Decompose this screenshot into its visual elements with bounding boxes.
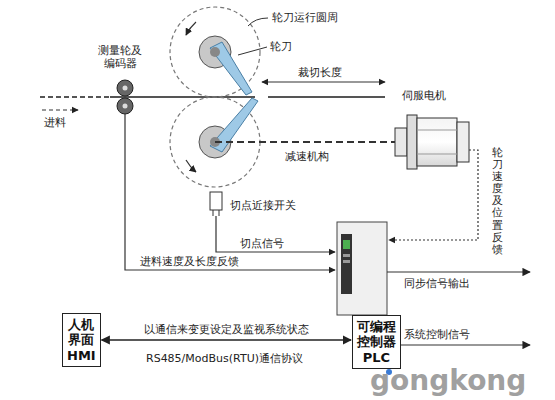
part-name: 进料	[44, 116, 66, 129]
rotary-knife	[199, 36, 252, 95]
protocol-text: RS485/ModBus(RTU)通信协议	[146, 352, 303, 365]
feed-arrow	[42, 109, 78, 110]
measuring-wheel	[117, 80, 133, 96]
signal-name: 轮刀速度及位置反馈	[492, 147, 503, 256]
signal-name: 同步信号输出	[404, 277, 470, 290]
control-signal-line	[392, 344, 530, 345]
part-name: 轮刀	[270, 40, 292, 53]
knife-orbit	[170, 7, 260, 97]
cut-signal-line	[216, 216, 335, 252]
feed-material	[40, 96, 110, 98]
edge-label: 以通信来变更设定及监视系统状态	[142, 323, 311, 336]
sync-output-line	[387, 271, 530, 272]
material-strip	[110, 96, 255, 98]
box-label: 可编程 控制器 PLC	[357, 319, 396, 366]
feed-feedback-line	[125, 114, 335, 270]
signal-name: 系统控制信号	[404, 328, 470, 341]
part-name: 切点近接开关	[230, 199, 296, 212]
reduction-shaft	[215, 141, 395, 143]
feedback-line	[389, 150, 478, 240]
cut-piece	[268, 96, 385, 98]
signal-name: 切点信号	[240, 237, 284, 250]
plc-box: 可编程 控制器 PLC	[352, 315, 401, 370]
hmi-box: 人机 界面 HMI	[62, 313, 101, 368]
part-name: 测量轮及 编码器	[98, 44, 142, 70]
rotary-knife	[199, 98, 258, 158]
proximity-switch	[210, 192, 222, 210]
servo-controller	[337, 222, 387, 315]
dimension-text: 裁切长度	[298, 66, 342, 79]
caption-text: 轮刀运行圆周	[272, 11, 338, 24]
measuring-wheel	[117, 98, 133, 114]
part-name: 减速机构	[285, 150, 329, 163]
part-name: 伺服电机	[402, 89, 446, 102]
cut-length-dimension	[262, 81, 385, 82]
signal-name: 进料速度及长度反馈	[140, 255, 239, 268]
box-label: 人机 界面 HMI	[67, 317, 96, 364]
servo-motor	[395, 115, 469, 169]
comm-connector	[102, 339, 351, 340]
